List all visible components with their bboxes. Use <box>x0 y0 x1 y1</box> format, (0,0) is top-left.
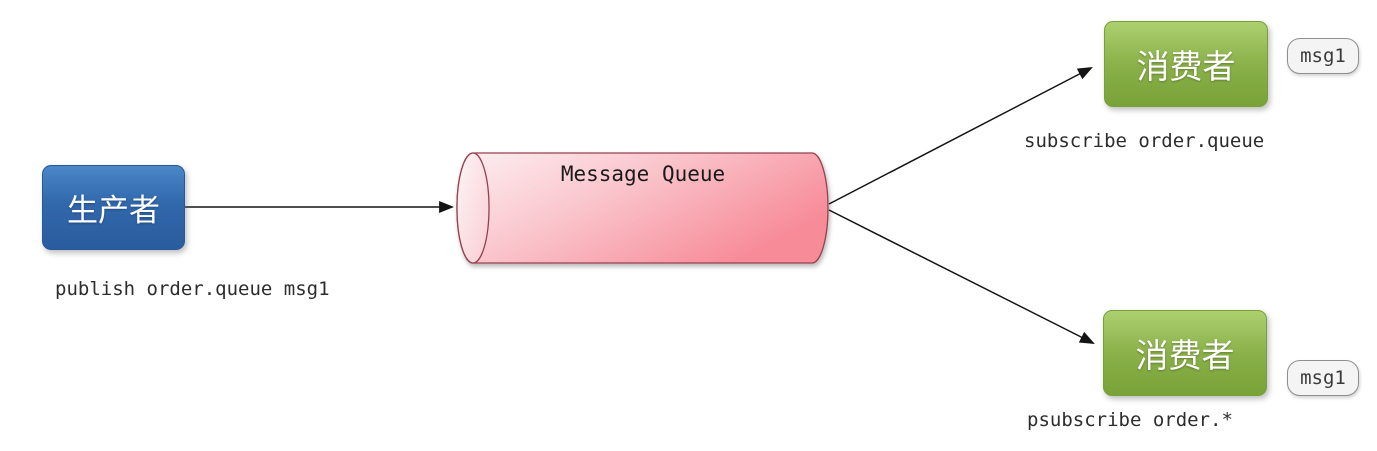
arrow-queue-to-consumer-1 <box>828 67 1093 205</box>
message-badge-2: msg1 <box>1287 360 1359 396</box>
consumer-node-1: 消费者 <box>1104 21 1268 107</box>
producer-label: 生产者 <box>67 193 160 229</box>
consumer-label-2: 消费者 <box>1135 336 1235 375</box>
queue-cylinder-cap <box>456 152 490 264</box>
consumer-node-2: 消费者 <box>1103 310 1267 396</box>
consumer-label-1: 消费者 <box>1136 47 1236 86</box>
producer-node: 生产者 <box>42 165 185 250</box>
arrow-queue-to-consumer-2 <box>828 209 1095 344</box>
queue-cylinder <box>456 152 829 264</box>
consumer-command-label-2: psubscribe order.* <box>1027 409 1233 431</box>
message-badge-1: msg1 <box>1287 38 1359 74</box>
queue-label: Message Queue <box>560 162 726 186</box>
producer-command-label: publish order.queue msg1 <box>55 278 330 300</box>
consumer-command-label-1: subscribe order.queue <box>1024 130 1265 152</box>
